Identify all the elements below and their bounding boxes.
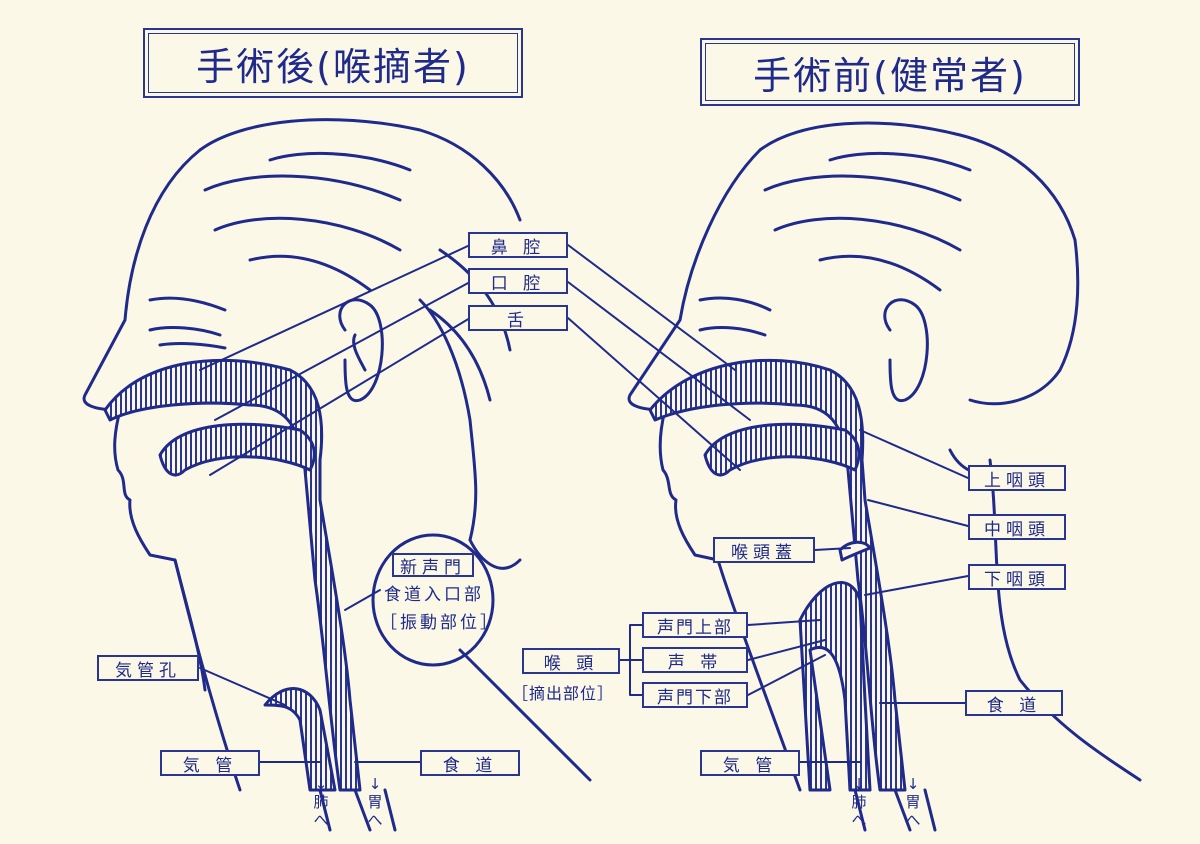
- left-nasopharynx: [103, 358, 362, 792]
- left-highlight-circle: [371, 533, 495, 667]
- label-esophagus-left: 食 道: [420, 750, 520, 776]
- label-to-lung-right: ↓肺へ: [851, 775, 867, 829]
- right-tongue-hatch: [703, 422, 861, 477]
- label-oral-cavity: 口 腔: [468, 268, 568, 294]
- label-to-stomach-left: ↓胃へ: [367, 775, 383, 829]
- label-esophageal-entrance: 食道入口部: [384, 585, 484, 605]
- title-post-operation-text: 手術後(喉摘者): [148, 33, 518, 93]
- label-trachea-left: 気 管: [160, 750, 260, 776]
- right-nasopharynx: [648, 358, 907, 792]
- label-vibration-site: ［振動部位］: [380, 613, 500, 633]
- label-nasal-cavity: 鼻 腔: [468, 232, 568, 258]
- label-tongue: 舌: [468, 305, 568, 331]
- left-trachea: [263, 687, 337, 792]
- label-upper-pharynx: 上咽頭: [968, 465, 1066, 491]
- label-subglottis: 声門下部: [642, 682, 748, 708]
- label-middle-pharynx: 中咽頭: [968, 514, 1066, 540]
- title-pre-operation-text: 手術前(健常者): [705, 43, 1075, 101]
- title-post-operation: 手術後(喉摘者): [143, 28, 523, 98]
- label-supraglottis: 声門上部: [642, 612, 748, 638]
- label-to-stomach-right: ↓胃へ: [905, 775, 921, 829]
- label-esophagus-right: 食 道: [965, 690, 1063, 716]
- left-tongue-hatch: [158, 422, 316, 477]
- title-pre-operation: 手術前(健常者): [700, 38, 1080, 106]
- label-trachea-right: 気 管: [700, 750, 800, 776]
- label-epiglottis: 喉頭蓋: [713, 537, 815, 563]
- label-removal-site: ［摘出部位］: [512, 684, 615, 703]
- label-tracheostoma: 気管孔: [97, 655, 199, 681]
- right-larynx-trachea: [798, 581, 872, 792]
- label-larynx: 喉 頭: [522, 648, 620, 674]
- label-to-lung-left: ↓肺へ: [313, 775, 329, 829]
- right-head-outline: [627, 121, 1142, 792]
- label-lower-pharynx: 下咽頭: [968, 564, 1066, 590]
- label-new-glottis: 新声門: [392, 553, 474, 578]
- label-vocal-cords: 声 帯: [642, 647, 748, 673]
